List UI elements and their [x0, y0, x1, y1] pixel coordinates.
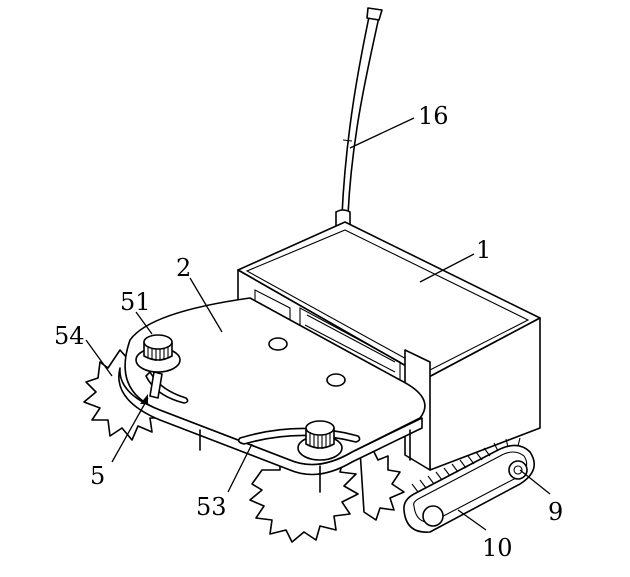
label-1: 1 — [476, 236, 491, 264]
leader-lines — [85, 117, 551, 531]
mounting-plate — [118, 297, 426, 476]
plate-hole — [268, 337, 288, 351]
crawler-track — [403, 437, 536, 533]
label-2: 2 — [176, 254, 191, 282]
label-51: 51 — [120, 288, 151, 316]
label-54: 54 — [54, 322, 85, 350]
label-10: 10 — [482, 534, 513, 562]
label-16: 16 — [418, 102, 449, 130]
label-9: 9 — [548, 498, 563, 526]
antenna — [335, 7, 383, 232]
knob-51 — [135, 334, 181, 399]
saw-blade-right — [359, 447, 405, 521]
label-5: 5 — [90, 462, 105, 490]
label-53: 53 — [196, 493, 227, 521]
reference-labels: 16 1 2 51 54 5 53 9 10 — [54, 102, 563, 562]
rear-wheel — [508, 460, 528, 480]
front-wheel — [422, 505, 444, 527]
knob-center — [297, 420, 343, 493]
plate-posts — [199, 429, 411, 461]
plate-hole — [326, 373, 346, 387]
main-housing — [237, 221, 541, 471]
